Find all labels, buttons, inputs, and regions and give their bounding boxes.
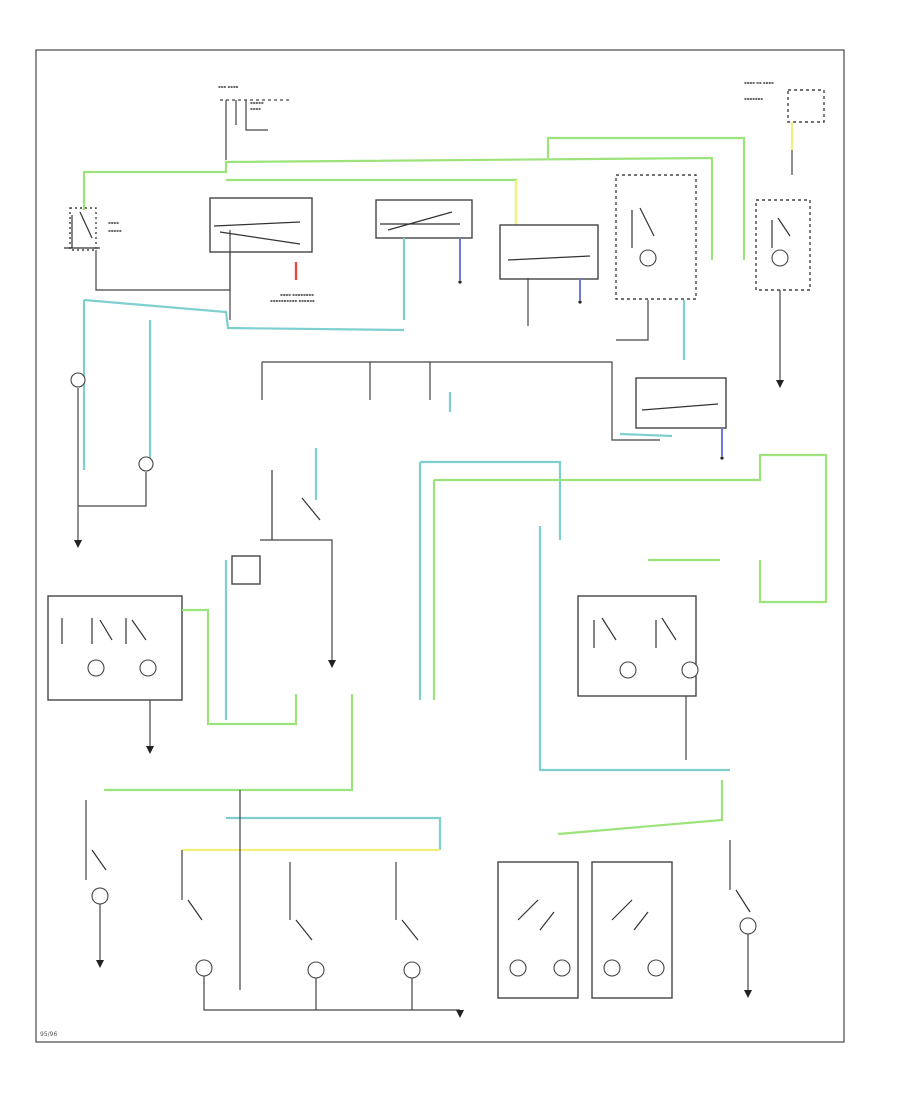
- fuse-block-right: ▪▪▪▪ ▪▪ ▪▪▪▪ ▪▪▪▪▪▪▪: [744, 80, 825, 175]
- reading-lamps-bottom: [181, 790, 464, 1018]
- cargo-lamp-left: [85, 800, 109, 968]
- svg-text:▪▪▪ ▪▪▪▪: ▪▪▪ ▪▪▪▪: [218, 84, 239, 89]
- svg-text:▪▪▪▪▪: ▪▪▪▪▪: [250, 100, 264, 105]
- door-switch-top-left: ▪▪▪▪ ▪▪▪▪▪: [64, 207, 231, 291]
- wire-lt-grn-top-bus: [82, 156, 714, 260]
- door-switch-center: [231, 448, 336, 668]
- door-lamp-box-left: [497, 861, 579, 999]
- cargo-lamp-right: [729, 840, 757, 998]
- diagram-code: 95/96: [40, 1031, 57, 1038]
- svg-text:▪▪▪▪: ▪▪▪▪: [108, 220, 119, 225]
- wire-lt-grn-bottom-bus: [104, 694, 354, 792]
- svg-text:▪▪▪▪ ▪▪▪▪▪▪▪▪: ▪▪▪▪ ▪▪▪▪▪▪▪▪: [280, 292, 314, 297]
- svg-text:▪▪▪▪▪: ▪▪▪▪▪: [108, 228, 122, 233]
- svg-text:▪▪▪▪: ▪▪▪▪: [250, 106, 261, 111]
- rear-lamp-switch-right: [619, 377, 727, 460]
- overhead-console-switch: [499, 224, 599, 326]
- left-lamp-switch-block: ▪▪▪▪ ▪▪▪▪▪▪▪▪ ▪▪▪▪▪▪▪▪▪▪ ▪▪▪▪▪▪: [209, 197, 315, 320]
- left-courtesy-lamps: [70, 372, 154, 548]
- svg-text:▪▪▪▪▪▪▪: ▪▪▪▪▪▪▪: [744, 96, 763, 101]
- right-lamp-switch-block: [375, 199, 473, 320]
- console-lamp-box-left: [47, 560, 298, 754]
- svg-text:▪▪▪▪ ▪▪ ▪▪▪▪: ▪▪▪▪ ▪▪ ▪▪▪▪: [744, 80, 774, 85]
- console-lamp-box-right: [577, 558, 720, 760]
- map-lamp-block: [755, 199, 811, 388]
- wire-lt-blu-mid-bus: [83, 298, 405, 332]
- diagram-frame: [35, 49, 845, 1043]
- visor-lamp-block: [615, 174, 697, 360]
- svg-text:▪▪▪▪▪▪▪▪▪▪ ▪▪▪▪▪▪: ▪▪▪▪▪▪▪▪▪▪ ▪▪▪▪▪▪: [270, 298, 315, 303]
- fuse-block-left: ▪▪▪ ▪▪▪▪ ▪▪▪▪▪ ▪▪▪▪: [218, 84, 290, 160]
- door-lamp-box-right: [591, 861, 673, 999]
